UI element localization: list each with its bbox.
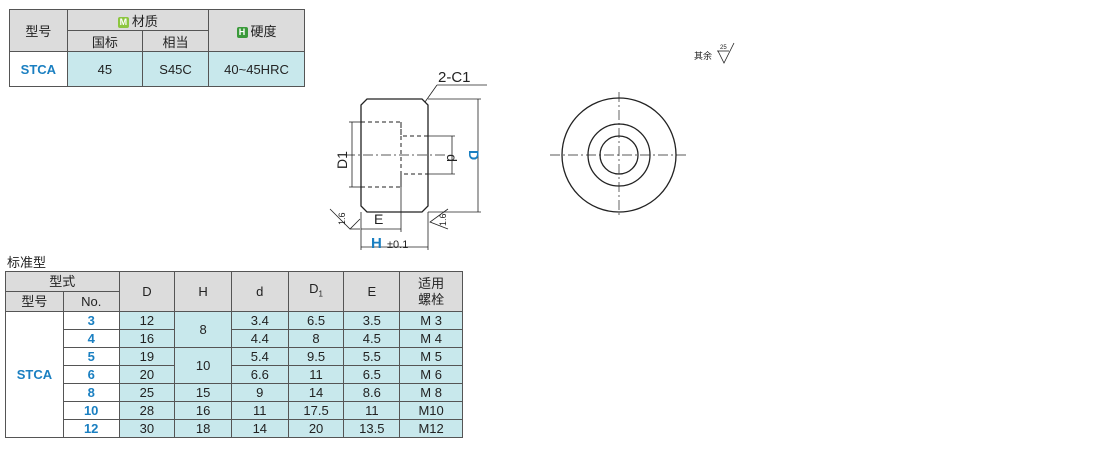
table-row: 8 25 15 9 14 8.6 M 8 bbox=[6, 383, 463, 402]
h-tolerance: ±0.1 bbox=[387, 239, 408, 251]
table-row: 12 30 18 14 20 13.5 M12 bbox=[6, 419, 463, 438]
header-H: H bbox=[174, 271, 232, 312]
note-text: 其余 bbox=[694, 51, 713, 61]
table-row: 6 20 6.6 11 6.5 M 6 bbox=[6, 365, 463, 384]
header-national: 国标 bbox=[66, 30, 144, 52]
material-badge-icon: M bbox=[117, 16, 129, 28]
material-equivalent: S45C bbox=[142, 51, 210, 87]
d1-label: D1 bbox=[334, 151, 350, 169]
material-national: 45 bbox=[66, 51, 144, 87]
header-model: 型号 bbox=[9, 9, 68, 52]
header-D1: D1 bbox=[287, 271, 345, 312]
table-row: 4 16 4.4 8 4.5 M 4 bbox=[6, 329, 463, 348]
header-no: No. bbox=[62, 291, 120, 312]
hardness-badge-icon: H bbox=[236, 27, 248, 39]
material-hardness: 40~45HRC bbox=[208, 51, 305, 87]
header-model: 型号 bbox=[5, 291, 64, 312]
header-equivalent: 相当 bbox=[142, 30, 210, 52]
standard-label: 标准型 bbox=[7, 255, 47, 270]
e-label: E bbox=[374, 211, 383, 227]
model-cell: STCA bbox=[5, 311, 64, 438]
d-label: d bbox=[444, 154, 460, 162]
header-type: 型式 bbox=[5, 271, 120, 292]
roughness-left: 1.6 bbox=[337, 212, 347, 225]
standard-table: 型式 D H d D1 E 适用螺栓 型号 No. STCA 3 12 8 3.… bbox=[5, 271, 463, 438]
h-label: H bbox=[371, 235, 382, 252]
side-view-outline bbox=[360, 98, 429, 213]
note-value: 25 bbox=[720, 45, 727, 51]
table-row: STCA 3 12 8 3.4 6.5 3.5 M 3 bbox=[5, 311, 463, 438]
chamfer-label: 2-C1 bbox=[438, 69, 471, 86]
table-row: 5 19 10 5.4 9.5 5.5 M 5 bbox=[6, 347, 463, 384]
roughness-right: 1.6 bbox=[438, 213, 448, 226]
D-label: D bbox=[466, 150, 482, 160]
header-E: E bbox=[343, 271, 401, 312]
table-row: 10 28 16 11 17.5 11 M10 bbox=[6, 401, 463, 420]
header-d: d bbox=[230, 271, 289, 312]
header-D: D bbox=[118, 271, 176, 312]
header-bolt: 适用螺栓 bbox=[399, 271, 463, 312]
